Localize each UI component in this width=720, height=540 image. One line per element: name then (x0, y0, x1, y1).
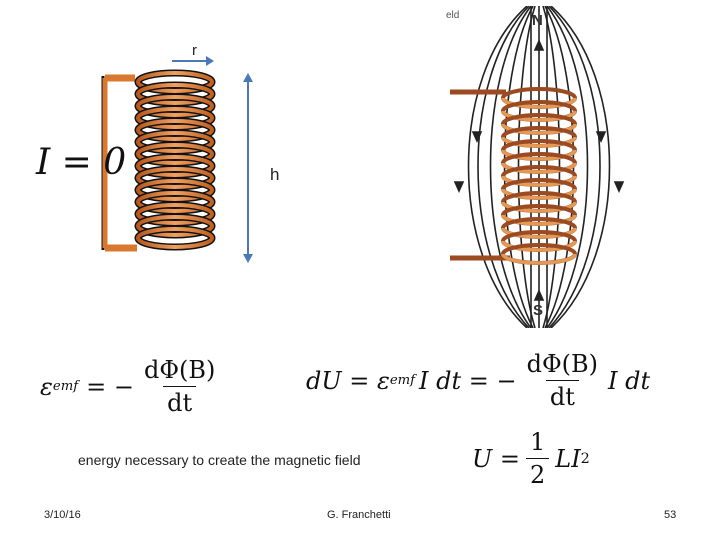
field-line (467, 6, 528, 328)
coil-winding-highlight (136, 83, 214, 105)
solenoid-winding-front (501, 136, 577, 148)
current-equation: I = 0 (36, 142, 126, 183)
u-denominator: 2 (525, 458, 550, 489)
field-arrow (533, 289, 545, 301)
field-line (517, 6, 536, 328)
south-label: S (533, 302, 544, 319)
solenoid-winding-front (501, 214, 577, 226)
coil-winding-highlight (136, 119, 214, 141)
du-tail: I dt (608, 366, 651, 395)
coil-winding-highlight (136, 203, 214, 225)
energy-equation: U = 1 2 LI 2 (472, 428, 590, 489)
field-arrow (533, 39, 545, 51)
du-denominator: dt (545, 380, 579, 411)
coil-winding-highlight (136, 227, 214, 249)
field-arrow (613, 181, 625, 193)
coil-winding-highlight (136, 143, 214, 165)
field-arrow (595, 131, 607, 143)
solenoid-winding-front (501, 201, 577, 213)
energy-caption: energy necessary to create the magnetic … (78, 452, 361, 468)
north-label: N (532, 12, 543, 29)
solenoid-winding-front (501, 97, 577, 109)
emf-equals: = − (86, 372, 134, 401)
coil-winding-highlight (136, 95, 214, 117)
solenoid-winding-front (501, 240, 577, 252)
solenoid-winding-front (501, 188, 577, 200)
du-mid: I dt = − (419, 366, 517, 395)
field-arrow (471, 131, 483, 143)
u-exponent: 2 (580, 450, 590, 467)
field-line (546, 6, 589, 328)
solenoid-winding-front (501, 175, 577, 187)
field-arrow (453, 181, 465, 193)
radius-label: r (192, 42, 197, 59)
field-line (477, 6, 530, 328)
solenoid-winding-front (501, 110, 577, 122)
emf-denominator: dt (163, 386, 197, 417)
emf-equation: ε emf = − dΦ(B) dt (40, 356, 225, 417)
footer-page-number: 53 (664, 509, 677, 521)
field-line (550, 6, 611, 328)
emf-symbol: ε (40, 372, 53, 401)
coil-winding-highlight (136, 179, 214, 201)
coil-winding-highlight (136, 71, 214, 93)
height-arrow (243, 73, 253, 263)
du-lhs: dU = ε (306, 366, 390, 395)
du-fraction: dΦ(B) dt (523, 350, 602, 411)
solenoid-winding-front (501, 149, 577, 161)
du-numerator: dΦ(B) (526, 350, 599, 378)
field-label: eld (446, 10, 460, 21)
solenoid-winding-front (501, 123, 577, 135)
solenoid-field-diagram (448, 6, 630, 328)
emf-fraction: dΦ(B) dt (140, 356, 219, 417)
u-numerator: 1 (529, 428, 546, 456)
du-equation: dU = ε emf I dt = − dΦ(B) dt I dt (306, 350, 650, 411)
field-line (548, 6, 601, 328)
height-label: h (270, 165, 280, 184)
u-lhs: U = (472, 444, 520, 473)
coil-winding-highlight (136, 167, 214, 189)
u-rhs: LI (555, 444, 581, 473)
coil-winding-highlight (136, 191, 214, 213)
solenoid-winding-front (501, 162, 577, 174)
footer-author: G. Franchetti (327, 509, 391, 521)
current-label: I = 0 (36, 142, 127, 183)
radius-arrow (172, 56, 214, 66)
emf-subscript: emf (52, 379, 79, 394)
coil-winding-highlight (136, 107, 214, 129)
solenoid-winding-front (501, 253, 577, 265)
emf-numerator: dΦ(B) (143, 356, 216, 384)
coil-winding-highlight (136, 215, 214, 237)
coil-winding-highlight (136, 155, 214, 177)
coil-illustration (101, 69, 216, 252)
du-subscript: emf (389, 373, 416, 388)
solenoid-winding-front (501, 227, 577, 239)
field-line (489, 6, 532, 328)
footer-date: 3/10/16 (44, 509, 81, 521)
field-line (542, 6, 561, 328)
u-fraction: 1 2 (525, 428, 550, 489)
coil-winding-highlight (136, 131, 214, 153)
